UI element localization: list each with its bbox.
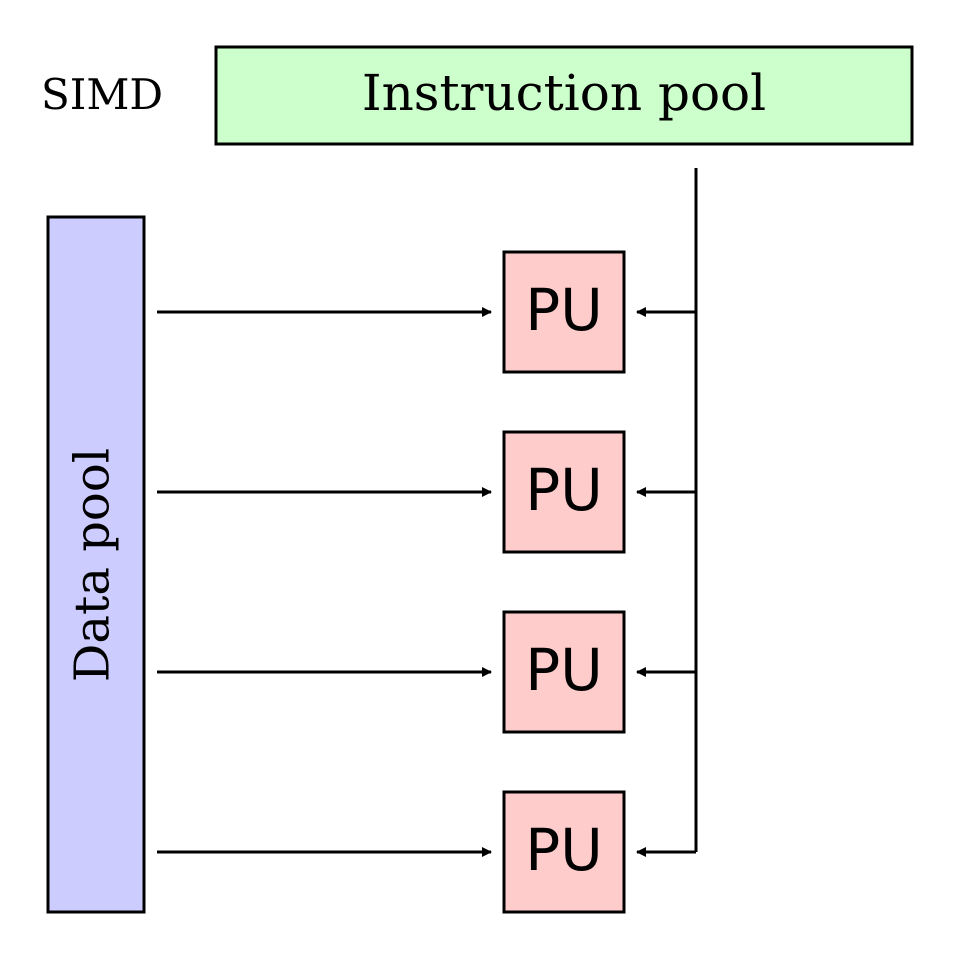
instruction-pool-box — [214, 45, 914, 146]
data-pool: Data pool — [46, 215, 146, 914]
pu-unit-4: PU — [157, 790, 696, 914]
pu-label-3: PU — [525, 636, 602, 704]
pu-label-2: PU — [525, 456, 602, 524]
pu-unit-3: PU — [157, 610, 696, 734]
data-pool-box — [46, 215, 146, 914]
pu-label-4: PU — [525, 816, 602, 884]
pu-unit-1: PU — [157, 250, 696, 374]
instruction-pool-label: Instruction pool — [362, 64, 766, 122]
simd-label: SIMD — [41, 70, 163, 119]
pu-box-2 — [502, 430, 626, 554]
pu-box-4 — [502, 790, 626, 914]
instruction-pool: Instruction pool — [214, 45, 914, 146]
pu-box-1 — [502, 250, 626, 374]
pu-label-1: PU — [525, 276, 602, 344]
pu-box-3 — [502, 610, 626, 734]
pu-unit-2: PU — [157, 430, 696, 554]
data-pool-label: Data pool — [65, 448, 121, 682]
